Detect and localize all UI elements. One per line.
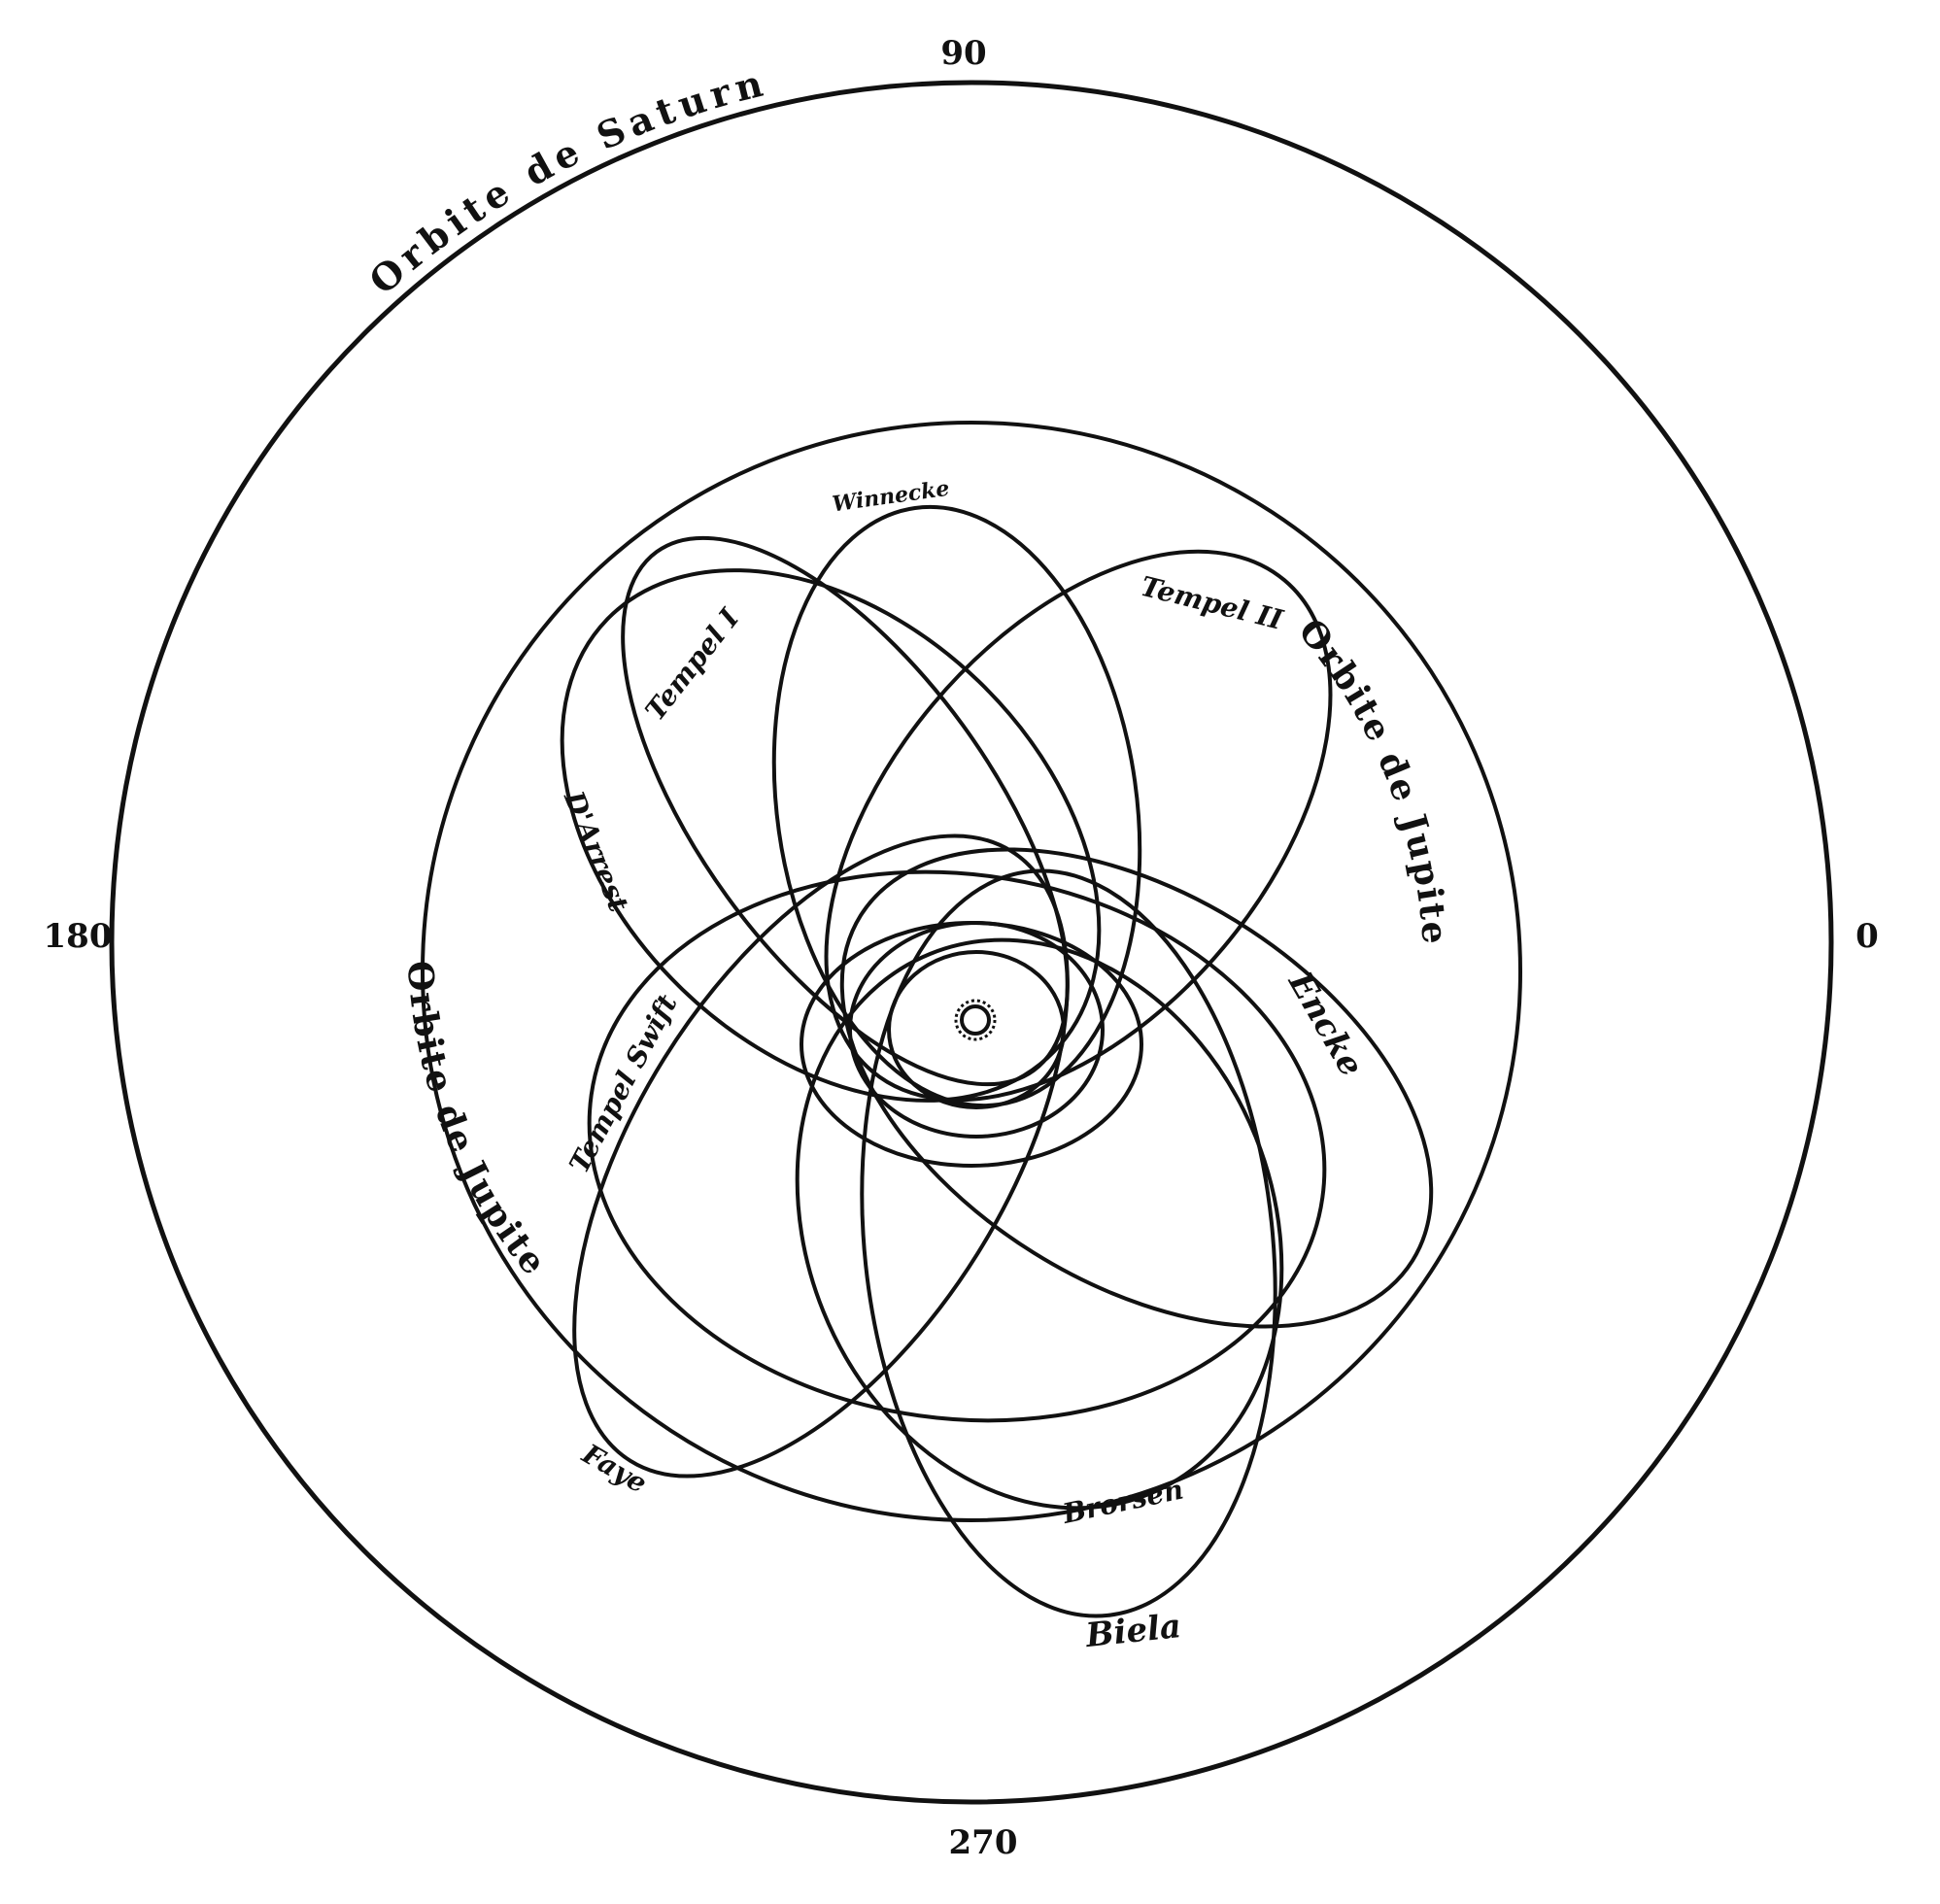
jupiter-orbit-label-right-path: Orbite de Jupiter xyxy=(0,0,1453,947)
faye-orbit xyxy=(572,833,1070,1479)
saturn-orbit xyxy=(109,80,1834,1805)
d-arrest-orbit xyxy=(560,568,1102,1103)
sun-icon xyxy=(954,999,997,1041)
inner-orbit-3 xyxy=(800,921,1143,1168)
brorsen-label: Brorsen xyxy=(1059,1473,1186,1530)
jupiter-orbit xyxy=(421,421,1522,1522)
inner-orbit-1 xyxy=(887,950,1066,1109)
degree-0-label: 0 xyxy=(1855,917,1879,956)
saturn-orbit-label: Orbite de Saturne xyxy=(0,0,772,303)
degree-270-label: 270 xyxy=(949,1823,1018,1862)
tempel-swift-orbit xyxy=(587,869,1327,1423)
tempel-swift-label: Tempel Swift xyxy=(562,989,683,1178)
encke-orbit xyxy=(839,847,1434,1329)
degree-180-label: 180 xyxy=(44,917,113,956)
biela-orbit xyxy=(860,868,1277,1618)
degree-90-label: 90 xyxy=(940,34,986,73)
tempel-2-label: Tempel II xyxy=(1138,570,1286,636)
saturn-orbit-label-path: Orbite de Saturne xyxy=(0,0,766,303)
tempel-2-orbit xyxy=(824,549,1333,1103)
jupiter-orbit-label-right: Orbite de Jupiter xyxy=(0,0,1455,947)
d-arrest-label: D'Arrest xyxy=(558,786,635,916)
tempel-1-label: Tempel I xyxy=(639,602,746,727)
winnecke-label: Winnecke xyxy=(831,476,951,518)
